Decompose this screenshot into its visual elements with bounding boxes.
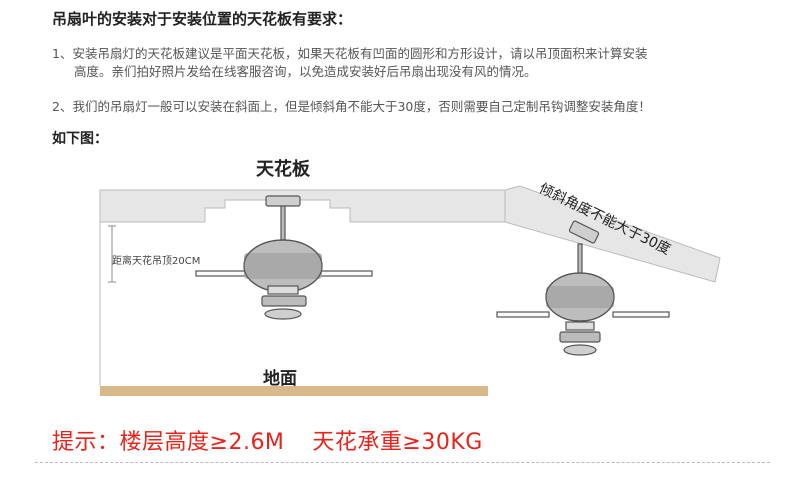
note-1-line-2: 高度。亲们拍好照片发给在线客服咨询，以免造成安装好后吊扇出现没有风的情况。 [74, 64, 537, 79]
tip-prefix: 提示： [52, 430, 120, 455]
floor-bar [100, 386, 488, 396]
tip-floor-height: 楼层高度≥2.6M [119, 430, 285, 455]
ceiling-fan-flat [195, 195, 373, 320]
sloped-ceiling [504, 185, 721, 283]
note-1-line-1: 1、安装吊扇灯的天花板建议是平面天花板，如果天花板有凹面的圆形和方形设计，请以吊… [52, 46, 648, 61]
page-heading: 吊扇叶的安装对于安装位置的天花板有要求： [52, 10, 353, 28]
tip-line: 提示：楼层高度≥2.6M 天花承重≥30KG [52, 424, 483, 456]
distance-bracket [108, 225, 116, 283]
ceiling-fan-sloped [496, 220, 670, 356]
below-label: 如下图： [52, 131, 108, 147]
dashed-divider [35, 462, 770, 463]
ceiling-label: 天花板 [256, 159, 310, 180]
note-2: 2、我们的吊扇灯一般可以安装在斜面上，但是倾斜角不能大于30度，否则需要自己定制… [52, 99, 651, 114]
distance-label: 距离天花吊顶20CM [112, 256, 201, 267]
tip-load: 天花承重≥30KG [312, 430, 483, 455]
floor-label: 地面 [263, 369, 297, 389]
